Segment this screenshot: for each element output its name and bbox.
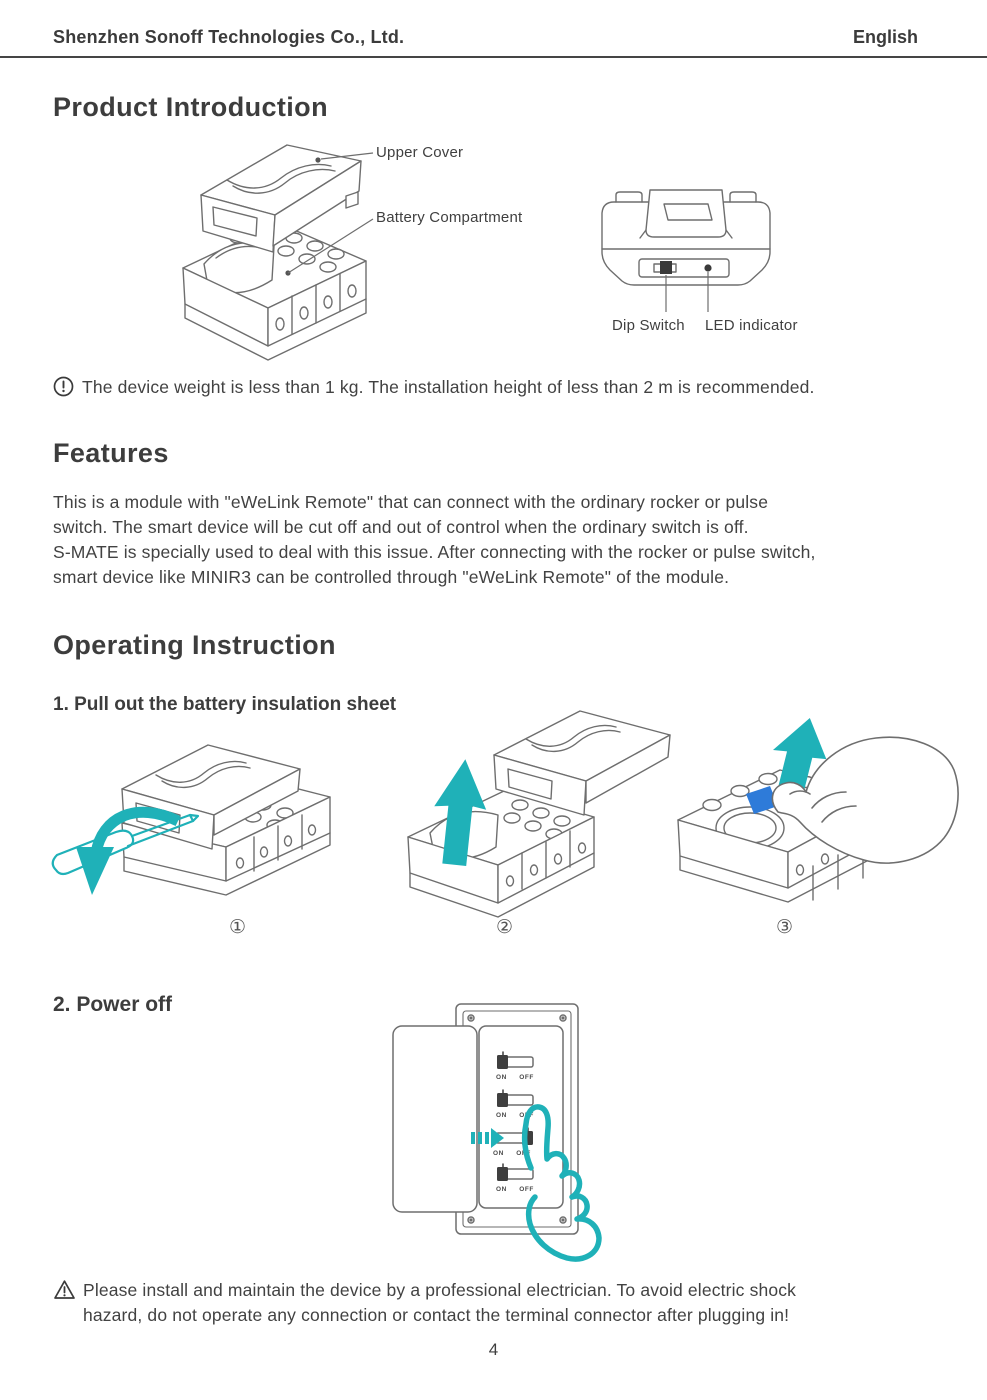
safety-warning: Please install and maintain the device b… <box>53 1278 963 1328</box>
warning-line: Please install and maintain the device b… <box>83 1280 797 1300</box>
pointing-hand-icon <box>521 1104 602 1262</box>
header-divider <box>0 56 987 58</box>
features-line: S-MATE is specially used to deal with th… <box>53 542 816 562</box>
step2-label: 2. Power off <box>53 993 173 1016</box>
figure-number-2: ② <box>496 917 514 938</box>
diagram-label-upper-cover: Upper Cover <box>376 144 464 161</box>
switch3-on-label: ON <box>493 1150 504 1157</box>
figure-number-3: ③ <box>776 917 794 938</box>
warning-triangle-icon <box>54 1280 75 1299</box>
diagram-label-battery-compartment: Battery Compartment <box>376 209 523 226</box>
figure-step1-pry-cover <box>51 744 331 896</box>
switch2-on-label: ON <box>496 1112 507 1119</box>
step1-label: 1. Pull out the battery insulation sheet <box>53 694 397 715</box>
features-line: This is a module with "eWeLink Remote" t… <box>53 492 769 512</box>
switch4-off-label: OFF <box>519 1186 534 1193</box>
switch1-off-label: OFF <box>519 1074 534 1081</box>
section-title-operating-instruction: Operating Instruction <box>53 630 336 660</box>
switch3-off-label: OFF <box>516 1150 531 1157</box>
section-title-features: Features <box>53 438 169 468</box>
switch4-on-label: ON <box>496 1186 507 1193</box>
figure-number-1: ① <box>229 917 247 938</box>
company-name: Shenzhen Sonoff Technologies Co., Ltd. <box>53 27 405 47</box>
diagram-label-led-indicator: LED indicator <box>705 317 798 334</box>
switch1-on-label: ON <box>496 1074 507 1081</box>
warning-text: Please install and maintain the device b… <box>83 1278 796 1328</box>
alert-circle-icon <box>53 376 74 397</box>
features-line: switch. The smart device will be cut off… <box>53 517 749 537</box>
push-arrow-icon <box>471 1128 504 1148</box>
features-paragraph: This is a module with "eWeLink Remote" t… <box>53 490 963 590</box>
figure-power-off: ON OFF ON OFF ON OFF ON OFF <box>392 1003 602 1262</box>
features-line: smart device like MINIR3 can be controll… <box>53 567 730 587</box>
note-text: The device weight is less than 1 kg. The… <box>82 377 815 397</box>
page-number: 4 <box>488 1340 499 1359</box>
device-note: The device weight is less than 1 kg. The… <box>53 375 963 400</box>
section-title-product-introduction: Product Introduction <box>53 92 328 122</box>
figure-step1-remove-cover <box>407 710 671 918</box>
figure-exploded-view <box>182 144 374 361</box>
diagram-label-dip-switch: Dip Switch <box>612 317 685 334</box>
figure-step1-pull-sheet <box>677 717 959 903</box>
warning-line: hazard, do not operate any connection or… <box>83 1305 790 1325</box>
language-label: English <box>853 27 919 47</box>
figure-front-view <box>601 189 771 312</box>
